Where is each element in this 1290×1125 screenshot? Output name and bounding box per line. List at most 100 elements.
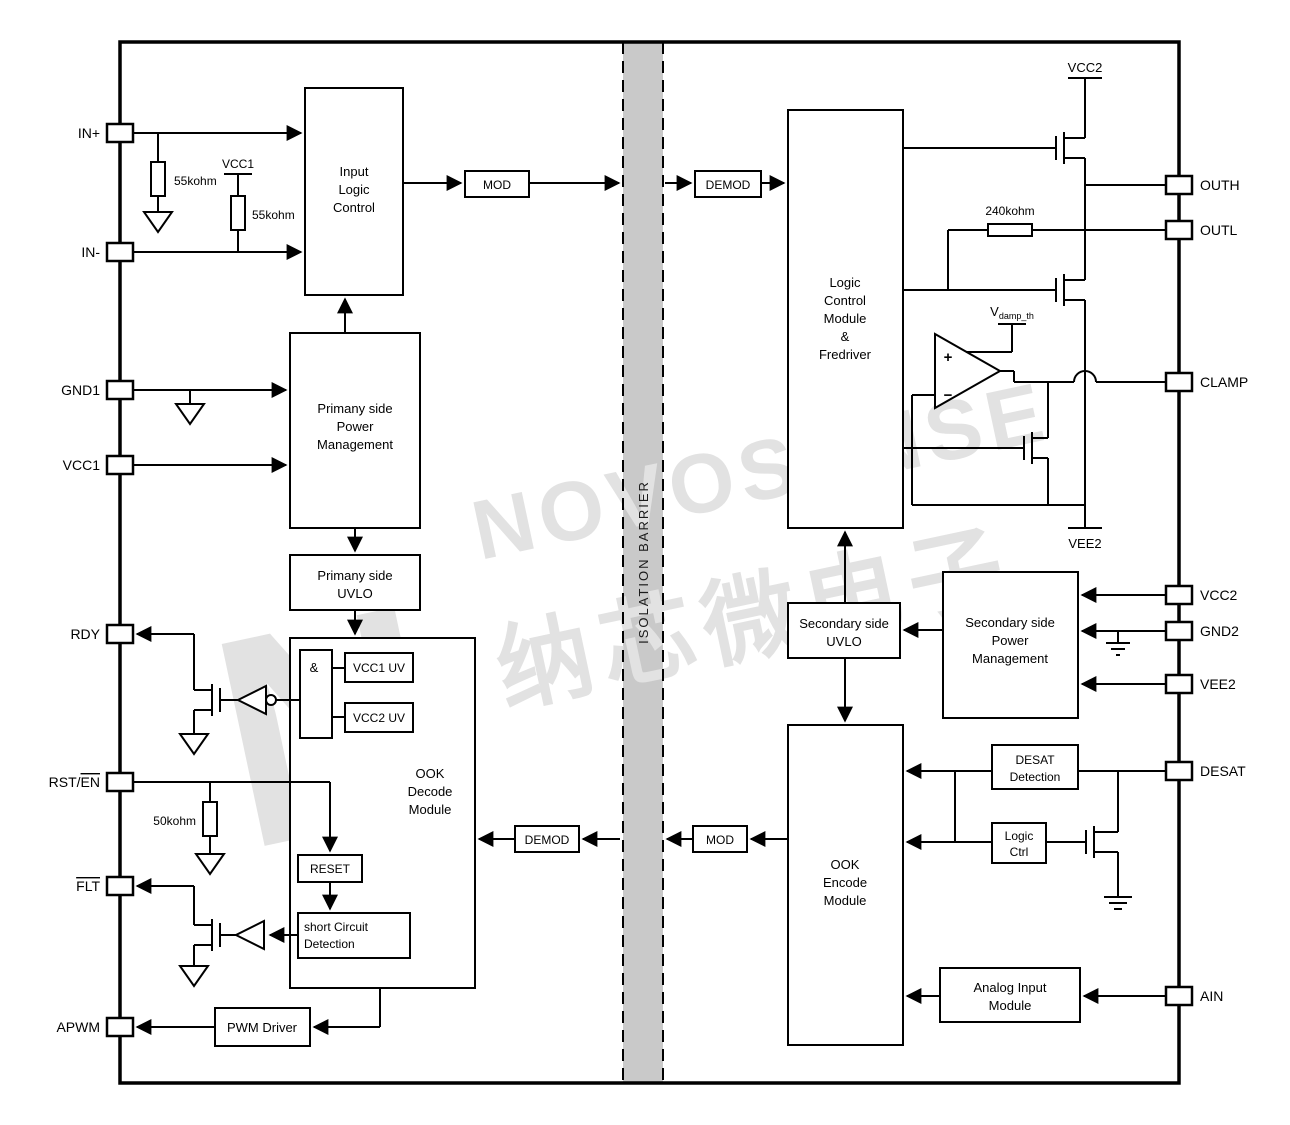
short-circuit-line2: Detection: [304, 937, 355, 951]
pin-label-in-plus: IN+: [78, 125, 100, 141]
block-logic-control-fredriver: Logic Control Module & Fredriver: [787, 109, 904, 529]
comparator-minus: −: [944, 387, 953, 404]
pin-label-gnd1: GND1: [61, 382, 100, 398]
pin-label-in-minus: IN-: [81, 244, 100, 260]
right-components: VCC2 240kohm VEE2 + −: [903, 60, 1166, 910]
block-logic-ctrl: Logic Ctrl: [991, 822, 1047, 864]
pin-label-flt: FLT: [76, 878, 100, 894]
logic-control-line4: &: [841, 329, 850, 344]
mosfet-icon: [1085, 826, 1118, 858]
reset-box: [297, 854, 363, 883]
desat-detection-line2: Detection: [1010, 770, 1061, 784]
vcc2-uv-label: VCC2 UV: [353, 711, 405, 725]
logic-ctrl-line2: Ctrl: [1010, 845, 1029, 859]
ground-icon: [174, 403, 206, 426]
vcc1-uv-label: VCC1 UV: [353, 661, 405, 675]
pins-left: IN+ IN- GND1 VCC1 RDY RST/EN FLT APWM: [49, 122, 135, 1038]
buffer-icon: [233, 919, 265, 951]
demod-primary-box: [514, 825, 580, 853]
pin-label-vcc1: VCC1: [63, 457, 101, 473]
pin-ain: [1164, 985, 1194, 1007]
block-mod-primary: MOD: [464, 170, 530, 198]
input-logic-line2: Logic: [338, 182, 370, 197]
primary-uvlo-box: [289, 554, 421, 611]
block-pwm-driver: PWM Driver: [214, 1007, 311, 1047]
pin-label-rdy: RDY: [70, 626, 100, 642]
primary-uvlo-line1: Primany side: [317, 568, 392, 583]
block-secondary-power-management: Secondary side Power Management: [942, 571, 1079, 719]
earth-ground-icon: [1104, 896, 1132, 910]
secondary-uvlo-line2: UVLO: [826, 634, 861, 649]
block-ook-decode-module: OOK Decode Module & VCC1 UV VCC2 UV RESE…: [289, 637, 476, 989]
mod-primary-label: MOD: [483, 178, 511, 192]
pin-rdy: [105, 623, 135, 645]
logic-control-line3: Module: [824, 311, 867, 326]
block-demod-secondary: DEMOD: [694, 170, 762, 198]
primary-pm-line1: Primany side: [317, 401, 392, 416]
pin-label-outl: OUTL: [1200, 222, 1238, 238]
ook-encode-line2: Encode: [823, 875, 867, 890]
ground-icon: [194, 853, 226, 876]
block-desat-detection: DESAT Detection: [991, 744, 1079, 790]
block-input-logic-control: Input Logic Control: [304, 87, 404, 296]
pin-clamp: [1164, 371, 1194, 393]
demod-secondary-box: [694, 170, 762, 198]
mosfet-icon: [194, 684, 221, 716]
vcc1-pull-label: VCC1: [222, 157, 254, 171]
resistor-icon: [202, 801, 218, 837]
input-logic-box: [304, 87, 404, 296]
pin-in-plus: [105, 122, 135, 144]
pin-desat: [1164, 760, 1194, 782]
pin-gnd1: [105, 379, 135, 401]
input-logic-line1: Input: [340, 164, 369, 179]
chip-outline: [118, 40, 1181, 1085]
ook-encode-box: [787, 724, 904, 1046]
demod-primary-label: DEMOD: [525, 833, 570, 847]
logic-ctrl-line1: Logic: [1005, 829, 1034, 843]
ook-decode-line2: Decode: [408, 784, 453, 799]
mosfet-icon: [1023, 432, 1048, 464]
logic-control-line1: Logic: [829, 275, 861, 290]
input-logic-line3: Control: [333, 200, 375, 215]
pin-in-minus: [105, 241, 135, 263]
ground-icon: [142, 211, 174, 234]
logic-control-line2: Control: [824, 293, 866, 308]
resistor-icon: [230, 195, 246, 231]
pin-label-outh: OUTH: [1200, 177, 1240, 193]
res-50k-label: 50kohm: [153, 814, 196, 828]
secondary-pm-box: [942, 571, 1079, 719]
pin-label-desat: DESAT: [1200, 763, 1246, 779]
resistor-icon: [987, 223, 1033, 237]
pin-vee2: [1164, 673, 1194, 695]
pin-gnd2: [1164, 620, 1194, 642]
ook-decode-line1: OOK: [416, 766, 445, 781]
analog-input-line2: Module: [989, 998, 1032, 1013]
pin-label-ain: AIN: [1200, 988, 1223, 1004]
ground-icon: [178, 965, 210, 988]
pwm-driver-box: [214, 1007, 311, 1047]
res-55k-a-label: 55kohm: [174, 174, 217, 188]
mod-secondary-label: MOD: [706, 833, 734, 847]
block-primary-uvlo: Primany side UVLO: [289, 554, 421, 611]
wires-arrowed: [133, 125, 1166, 1035]
pin-flt: [105, 875, 135, 897]
block-demod-primary: DEMOD: [514, 825, 580, 853]
block-mod-secondary: MOD: [692, 825, 748, 853]
vdamp-label: Vdamp_th: [990, 304, 1034, 321]
ground-icon: [178, 733, 210, 756]
and-gate-label: &: [310, 660, 319, 675]
pin-rst-en: [105, 771, 135, 793]
logic-control-box: [787, 109, 904, 529]
secondary-uvlo-line1: Secondary side: [799, 616, 889, 631]
secondary-pm-line1: Secondary side: [965, 615, 1055, 630]
vcc2-uv-box: [344, 702, 414, 733]
inverter-icon: [235, 684, 267, 716]
ook-decode-line3: Module: [409, 802, 452, 817]
pin-label-clamp: CLAMP: [1200, 374, 1248, 390]
res-55k-b-label: 55kohm: [252, 208, 295, 222]
vcc1-uv-box: [344, 652, 414, 683]
demod-secondary-label: DEMOD: [706, 178, 751, 192]
primary-uvlo-line2: UVLO: [337, 586, 372, 601]
